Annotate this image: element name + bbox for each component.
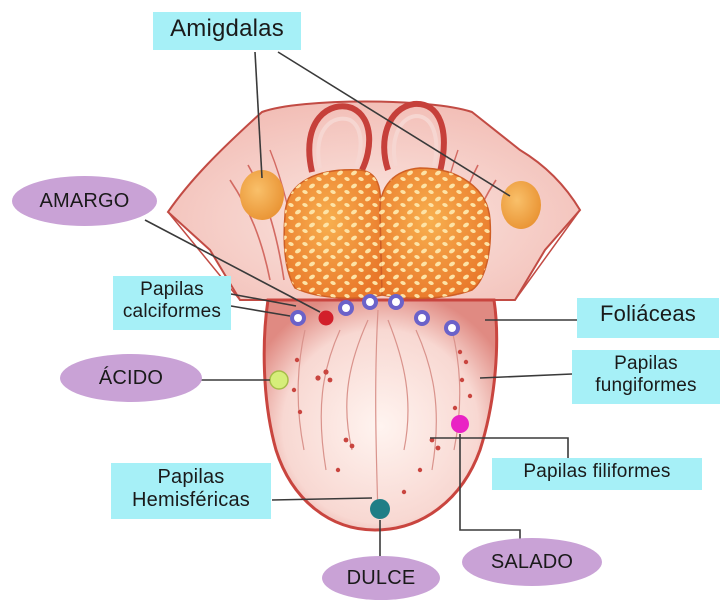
acid-marker bbox=[270, 371, 288, 389]
label-papilas-hemisfericas: Papilas Hemisféricas bbox=[111, 463, 271, 519]
sweet-marker bbox=[370, 499, 390, 519]
label-amargo: AMARGO bbox=[12, 176, 157, 226]
right-tonsil bbox=[501, 181, 541, 229]
label-foliaceas: Foliáceas bbox=[577, 298, 719, 338]
salty-marker bbox=[451, 415, 469, 433]
label-papilas-fungiformes: Papilas fungiformes bbox=[572, 350, 720, 404]
label-papilas-calciformes: Papilas calciformes bbox=[113, 276, 231, 330]
lingual-glands bbox=[284, 168, 490, 298]
label-dulce: DULCE bbox=[322, 556, 440, 600]
label-salado: SALADO bbox=[462, 538, 602, 586]
label-papilas-filiformes: Papilas filiformes bbox=[492, 458, 702, 490]
label-acido: ÁCIDO bbox=[60, 354, 202, 402]
bitter-marker bbox=[319, 311, 334, 326]
label-amigdalas: Amigdalas bbox=[153, 12, 301, 50]
